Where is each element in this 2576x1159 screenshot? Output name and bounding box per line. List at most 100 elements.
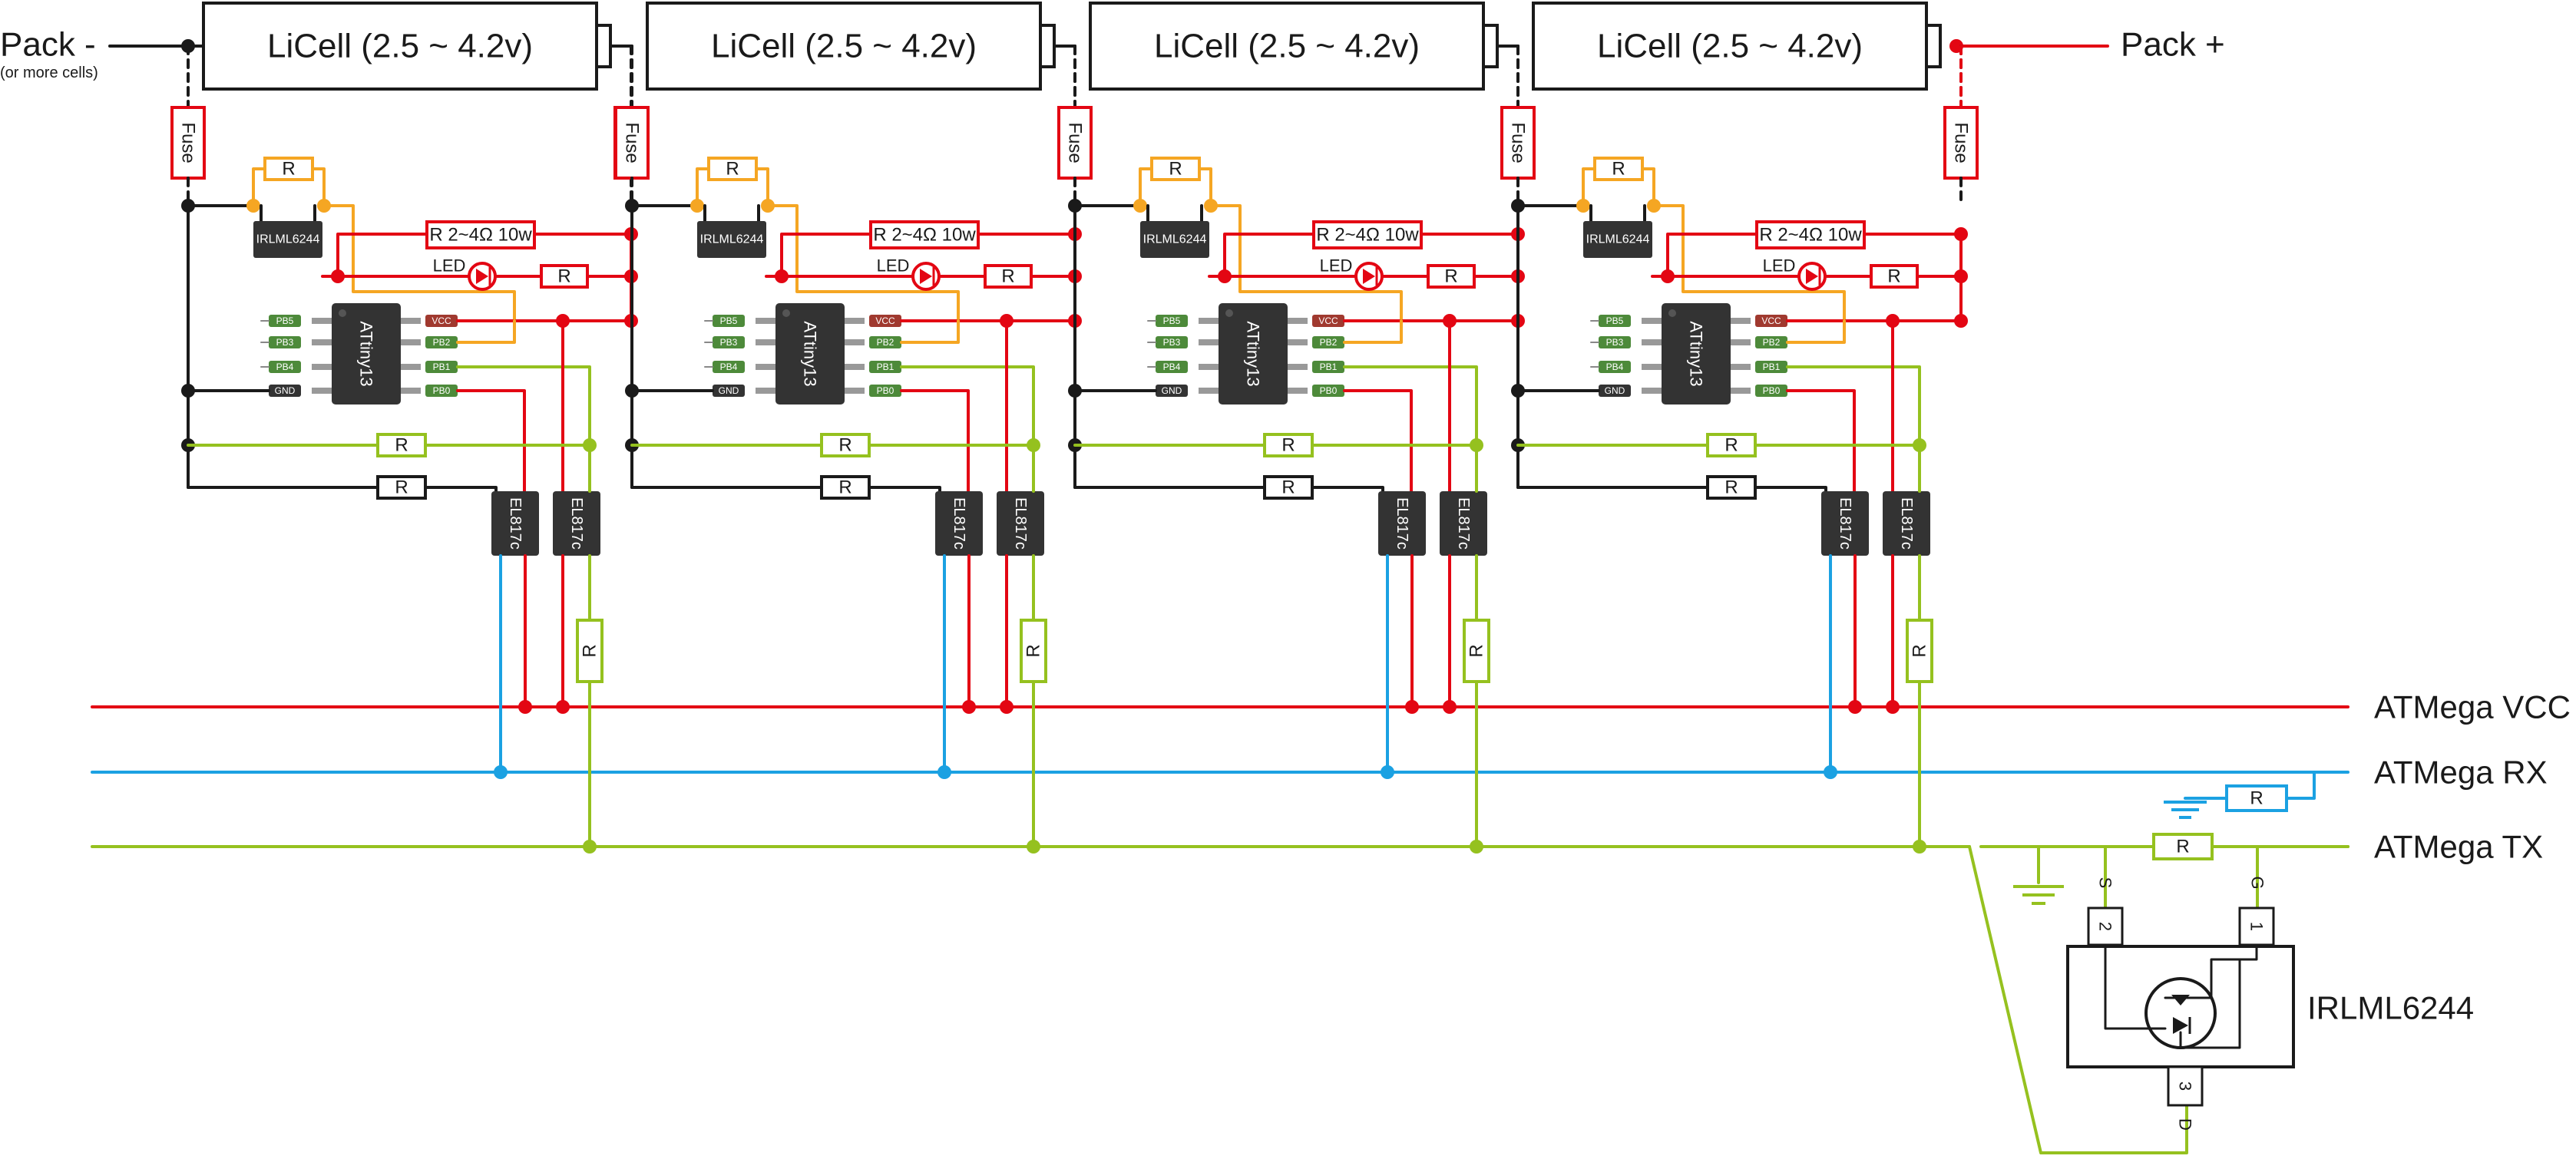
pin-label: PB2 — [877, 337, 894, 348]
mosfet-label: IRLML6244 — [256, 233, 320, 246]
pin-label: VCC — [875, 315, 895, 326]
optocoupler-chip — [935, 491, 983, 556]
bus-rx-label: ATMega RX — [2374, 755, 2548, 791]
pin-lead — [1288, 318, 1308, 324]
wire-gate — [755, 167, 769, 207]
tx-pullup-resistor — [376, 433, 427, 457]
pin-lead — [1731, 339, 1751, 345]
cell-terminal — [1039, 24, 1056, 68]
attiny-chip — [1219, 303, 1288, 404]
fuse-label: Fuse — [622, 122, 643, 163]
pin-label: PB4 — [276, 362, 294, 372]
pin-tag-pb5 — [1599, 315, 1631, 327]
junction-dot — [1133, 199, 1147, 213]
attiny-label: ATtiny13 — [357, 321, 376, 386]
pin-tag-pb5 — [269, 315, 301, 327]
gate-resistor — [263, 157, 314, 181]
fuse — [1943, 106, 1979, 180]
power-resistor-label: R 2~4Ω 10w — [429, 225, 532, 246]
resistor-label: R — [395, 477, 408, 498]
wire-gate — [1641, 167, 1655, 207]
pin-tag-pb4 — [269, 361, 301, 373]
attiny-label: ATtiny13 — [1687, 321, 1706, 386]
optocoupler-label: EL817c — [1455, 497, 1472, 550]
resistor-label: R — [726, 159, 739, 180]
bus-vcc-label: ATMega VCC — [2374, 689, 2571, 725]
led-label: LED — [433, 256, 466, 276]
tx-pullup-resistor — [1706, 433, 1757, 457]
junction-dot — [1405, 700, 1419, 714]
pin-tag-pb3 — [1599, 336, 1631, 348]
cell-label: LiCell (2.5 ~ 4.2v) — [1154, 28, 1420, 65]
optocoupler-label: EL817c — [1837, 497, 1853, 550]
pin-lead — [1288, 339, 1308, 345]
wire-internal — [2104, 943, 2167, 1030]
cell-terminal — [595, 24, 612, 68]
led-arrow-icon — [1806, 269, 1818, 284]
wire-pb1 — [900, 365, 1035, 447]
pin-label: VCC — [432, 315, 451, 326]
pin-lead — [1642, 364, 1662, 370]
pin-label: PB3 — [1606, 337, 1624, 348]
pack-minus-note: (or more cells) — [0, 64, 98, 81]
pin-label: PB1 — [1763, 362, 1781, 372]
pin-2-label: 2 — [2096, 922, 2115, 931]
wire-gate — [252, 167, 266, 207]
resistor-label: R — [282, 159, 295, 180]
wire-power — [1208, 233, 1318, 278]
power-resistor-label: R 2~4Ω 10w — [873, 225, 976, 246]
junction-dot — [1576, 199, 1590, 213]
pin-label: PB2 — [1320, 337, 1338, 348]
pin-label: PB3 — [276, 337, 294, 348]
junction-dot — [1218, 269, 1232, 283]
wire-gnd — [2037, 845, 2155, 884]
pack-plus-label: Pack + — [2121, 26, 2225, 64]
pin-label: GND — [275, 385, 296, 396]
pack-minus-label: Pack - — [0, 26, 96, 64]
optocoupler-chip — [491, 491, 539, 556]
junction-dot — [556, 314, 570, 328]
cell-terminal — [1925, 24, 1942, 68]
resistor-label: R — [1612, 159, 1625, 180]
junction-dot — [518, 700, 532, 714]
wire-gate — [696, 167, 710, 207]
chip-notch — [1668, 309, 1676, 317]
pin-label: PB0 — [1763, 385, 1781, 396]
pin-label: PB5 — [1606, 315, 1624, 326]
optocoupler-chip — [1883, 491, 1930, 556]
pin-lead — [845, 388, 865, 394]
tx-resistor — [576, 619, 603, 683]
pin-lead — [1731, 318, 1751, 324]
junction-dot — [1824, 765, 1837, 779]
pin-tag-pb2 — [1755, 336, 1787, 348]
optocoupler-chip — [1440, 491, 1487, 556]
gate-pulldown-resistor — [2152, 833, 2214, 860]
junction-dot — [1027, 840, 1040, 854]
resistor-label: R — [838, 435, 852, 456]
pin-lead — [1199, 339, 1219, 345]
pin-label: GND — [1605, 385, 1625, 396]
wire — [1754, 486, 1827, 493]
pin-3-label: 3 — [2176, 1081, 2195, 1091]
pin-lead — [1199, 364, 1219, 370]
junction-dot — [583, 840, 597, 854]
pin-label: PB4 — [1606, 362, 1624, 372]
wire-internal — [2164, 943, 2258, 999]
li-cell-3 — [1089, 2, 1485, 91]
pin-label: PB0 — [433, 385, 451, 396]
wire — [424, 486, 498, 493]
pin-label: PB4 — [720, 362, 738, 372]
pin-tag-pb2 — [869, 336, 901, 348]
led-arrow-icon — [920, 269, 932, 284]
power-resistor — [1755, 220, 1866, 249]
pin-lead — [1288, 388, 1308, 394]
pin-tag-gnd — [269, 385, 301, 397]
pin-lead — [845, 339, 865, 345]
pin-tag-pb1 — [1755, 361, 1787, 373]
pin-label: PB2 — [433, 337, 451, 348]
fuse — [170, 106, 206, 180]
resistor-label: R — [1169, 159, 1182, 180]
wire-gate — [1198, 167, 1212, 207]
pin-g-label: G — [2248, 876, 2267, 889]
resistor-label: R — [1724, 477, 1738, 498]
